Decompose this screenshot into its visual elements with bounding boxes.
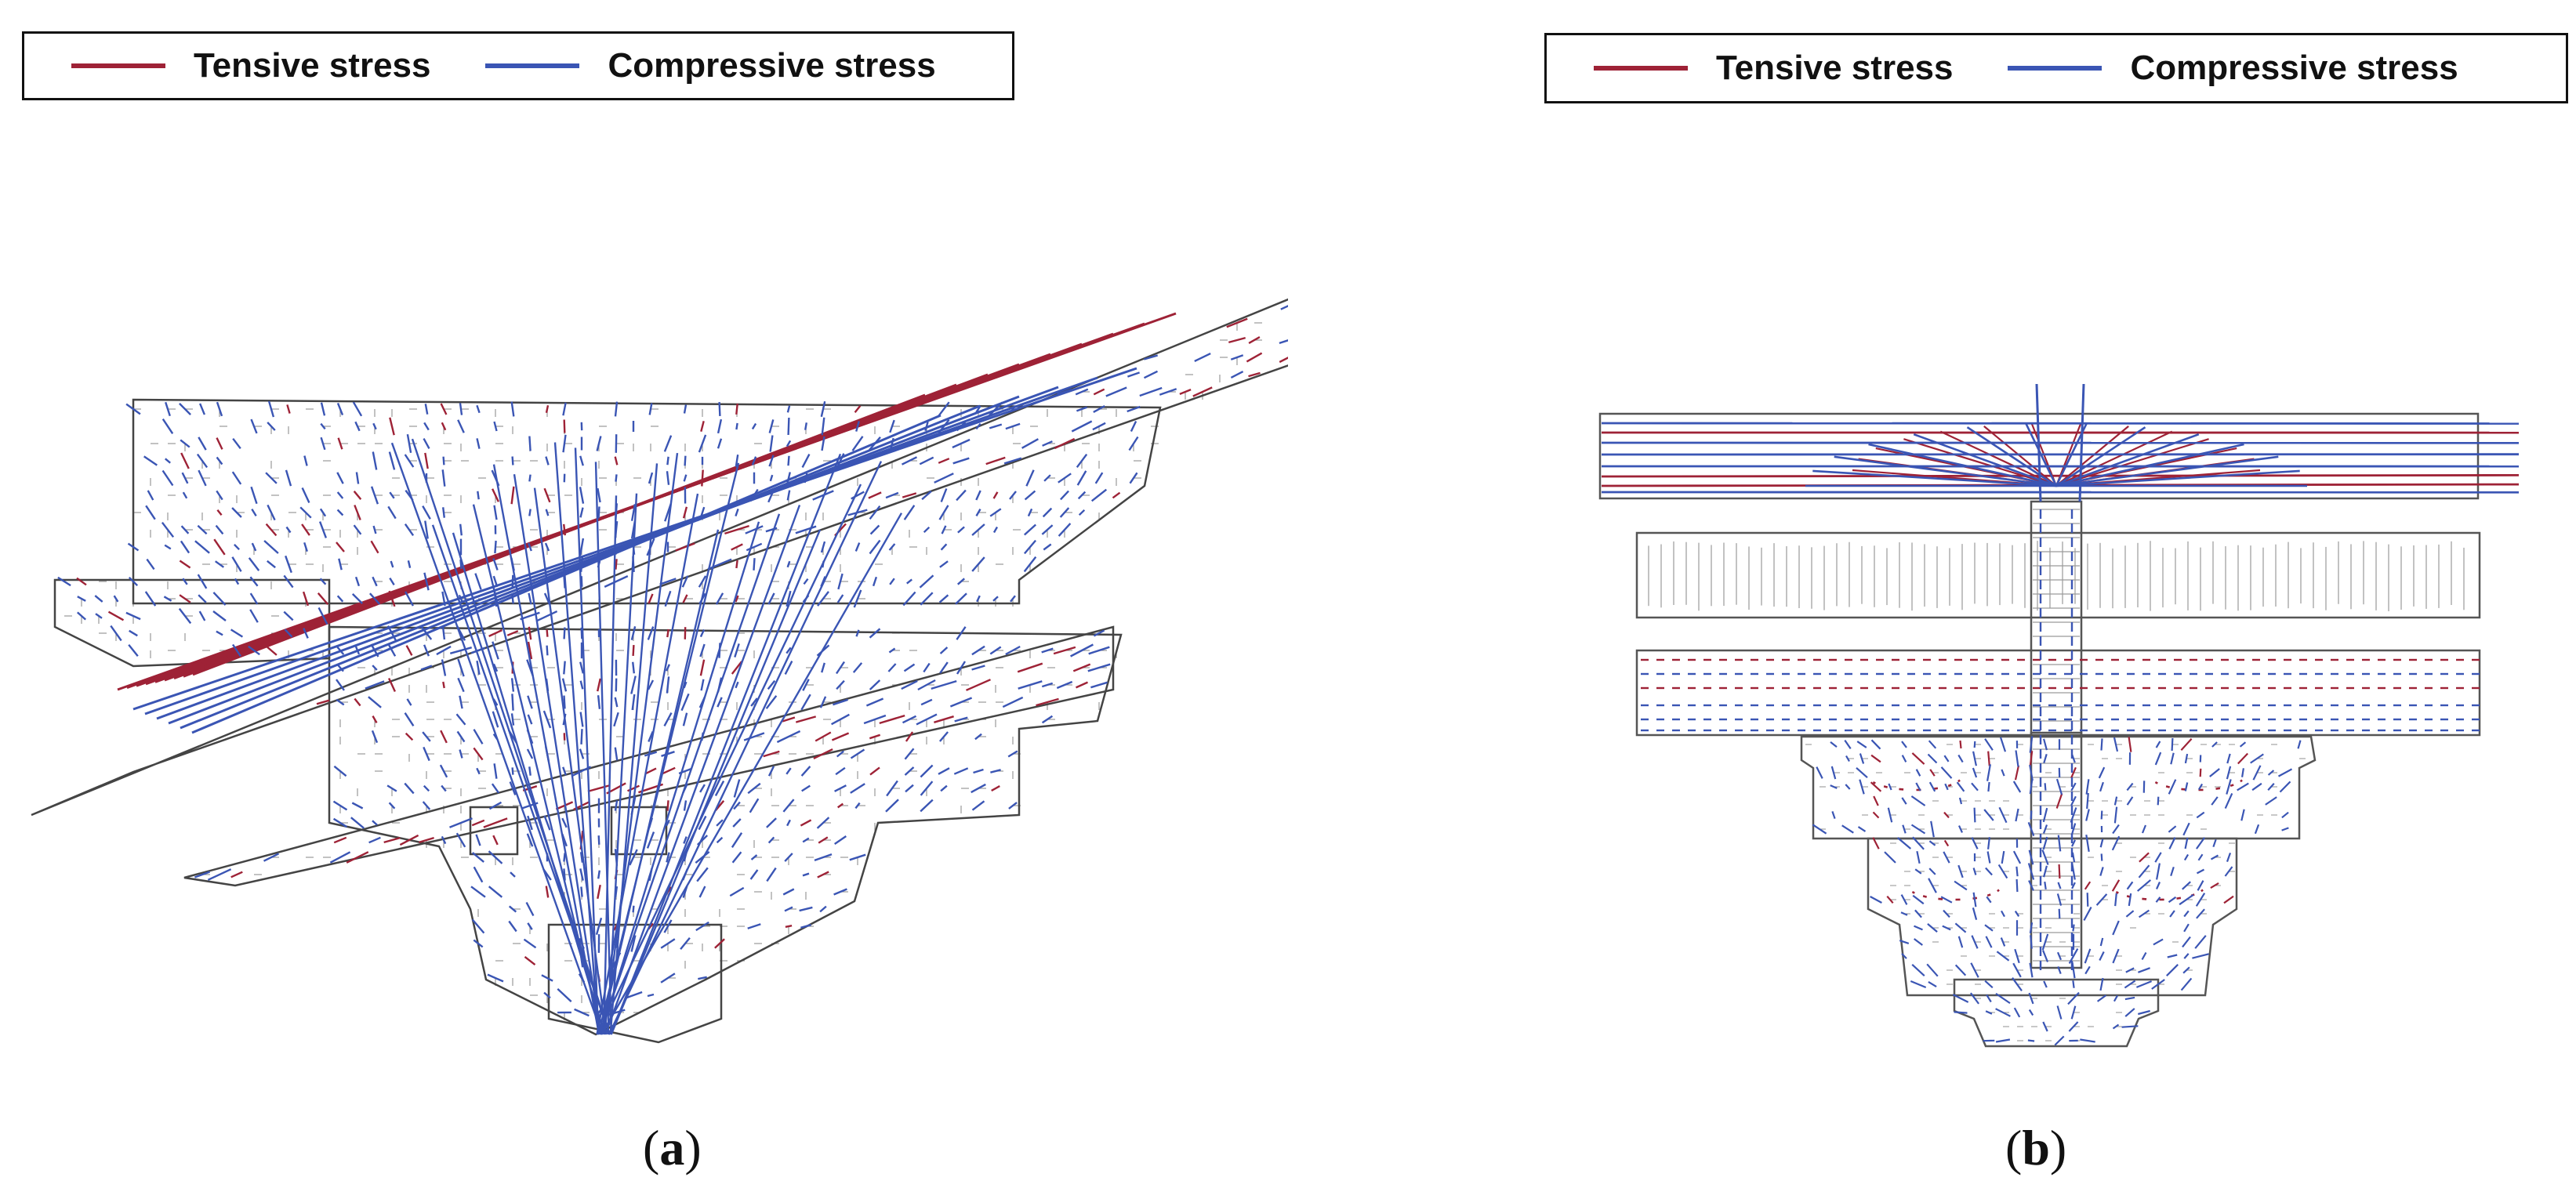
- legend-label-tensive: Tensive stress: [1716, 49, 1954, 87]
- compressive-swatch: [2008, 66, 2103, 71]
- legend-item-tensive: Tensive stress: [1594, 49, 1953, 88]
- caption-letter-a: a: [659, 1120, 685, 1175]
- stress-diagram-b: [1598, 383, 2520, 1048]
- legend-label-compressive: Compressive stress: [608, 46, 936, 85]
- stress-diagram-a: [31, 298, 1288, 1044]
- legend-b: Tensive stress Compressive stress: [1544, 33, 2568, 103]
- compressive-swatch: [485, 63, 580, 68]
- legend-label-compressive: Compressive stress: [2130, 49, 2458, 87]
- tensive-swatch: [71, 63, 165, 68]
- legend-item-compressive: Compressive stress: [2008, 49, 2458, 88]
- legend-item-tensive: Tensive stress: [71, 46, 430, 85]
- legend-item-compressive: Compressive stress: [485, 46, 936, 85]
- panel-a: Tensive stress Compressive stress (a): [22, 31, 1288, 1175]
- legend-label-tensive: Tensive stress: [194, 46, 431, 85]
- caption-a: (a): [643, 1120, 702, 1175]
- caption-b: (b): [2005, 1120, 2067, 1175]
- tensive-swatch: [1594, 66, 1688, 71]
- caption-letter-b: b: [2022, 1120, 2050, 1175]
- panel-b: Tensive stress Compressive stress (b): [1288, 0, 2576, 1199]
- legend-a: Tensive stress Compressive stress: [22, 31, 1014, 100]
